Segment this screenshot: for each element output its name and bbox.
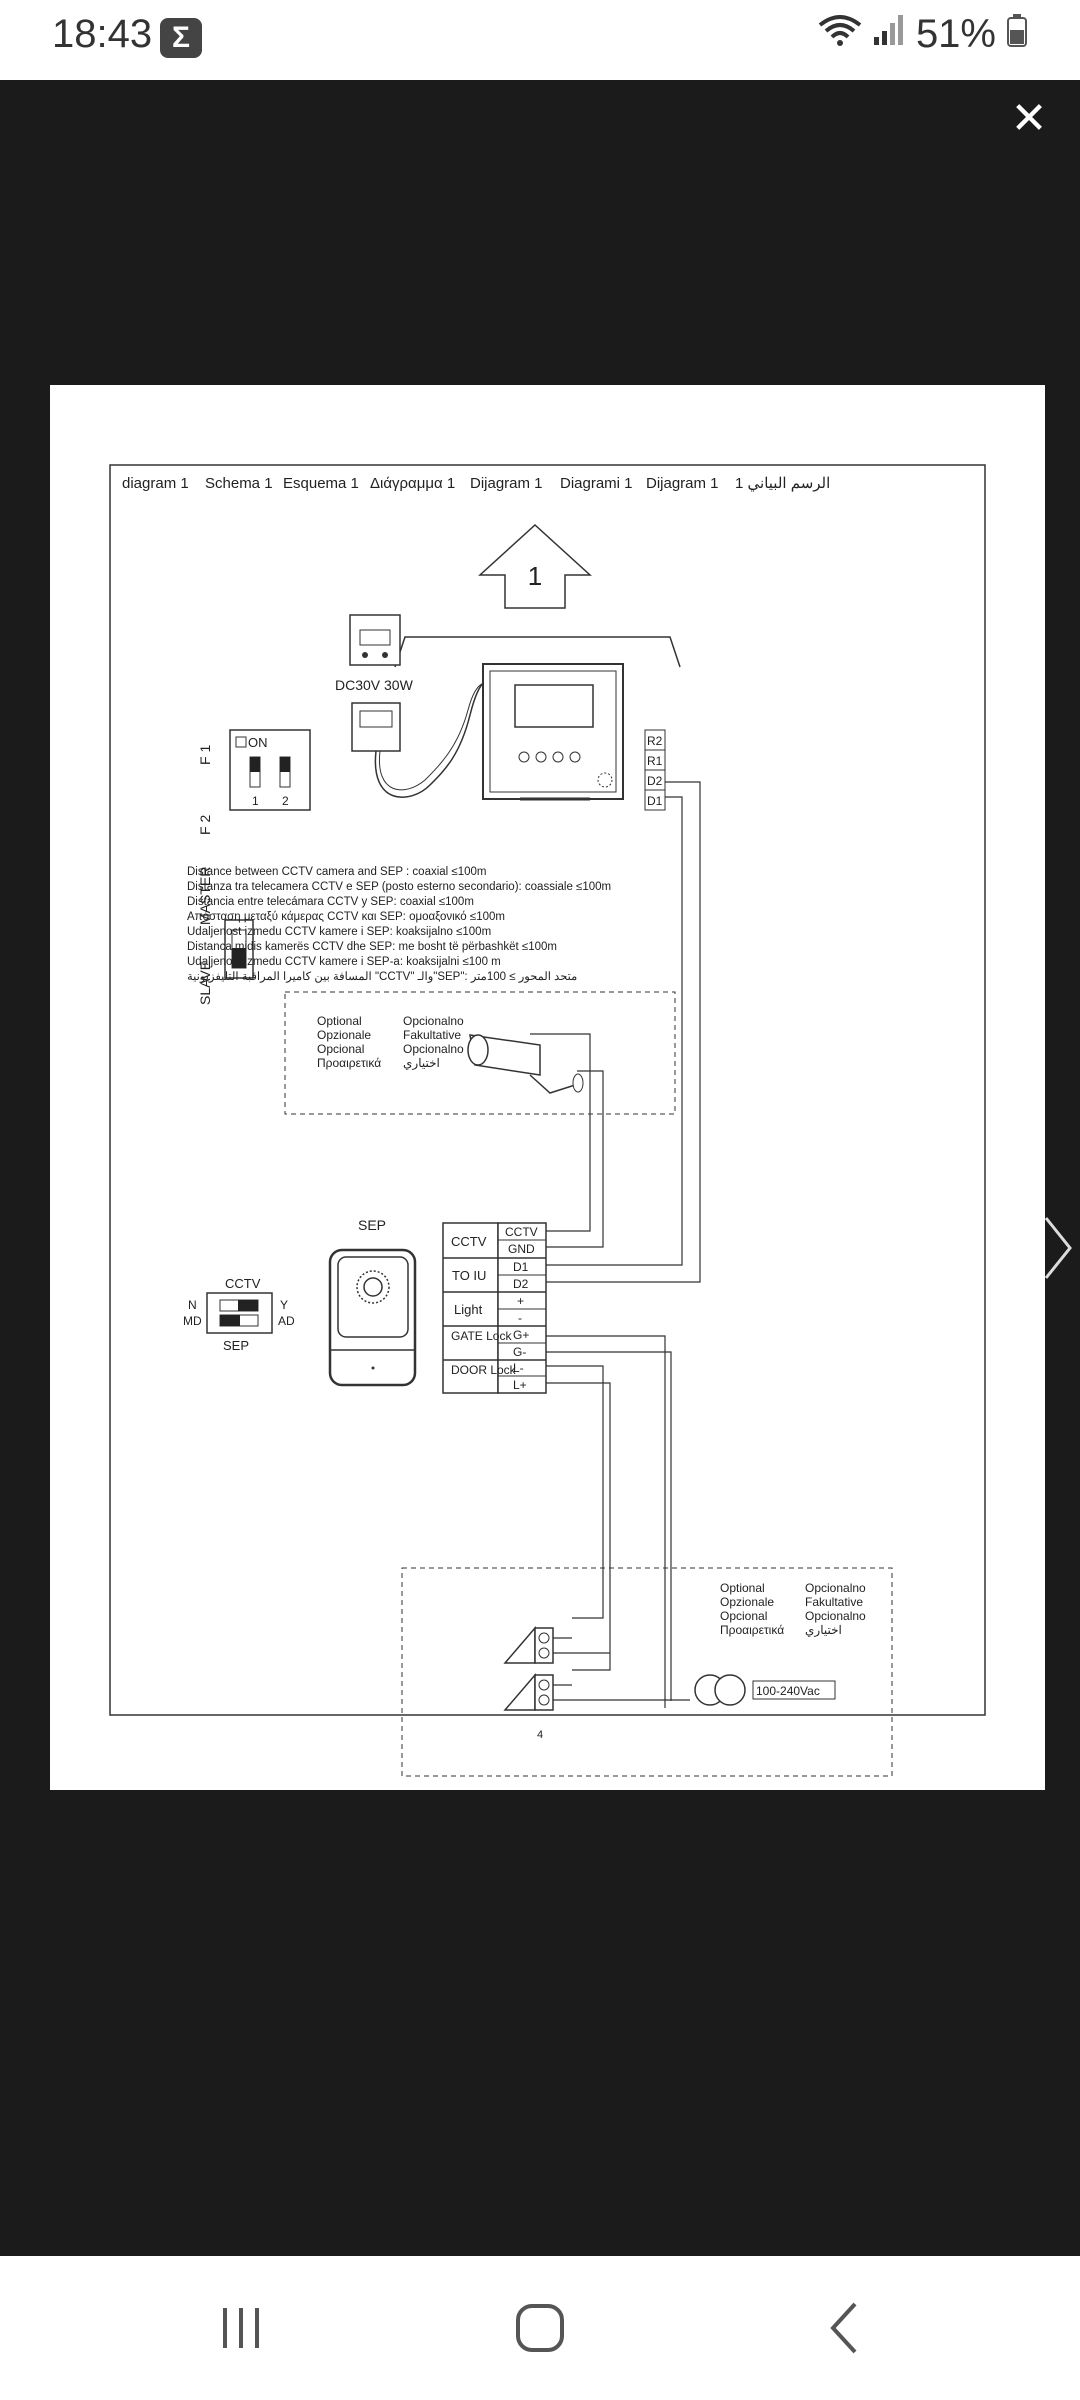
wifi-icon (818, 12, 862, 57)
home-icon (516, 2304, 564, 2352)
slave-label: SLAVE (197, 961, 213, 1005)
callout-number: 1 (528, 561, 542, 591)
header-label: Dijagram 1 (646, 475, 719, 492)
cctv-camera-icon (467, 1034, 584, 1094)
dip-switch (229, 729, 311, 811)
recent-apps-icon (223, 2308, 259, 2348)
block-right-label: GND (508, 1242, 535, 1256)
clock: 18:43 (52, 12, 153, 56)
signal-icon (872, 12, 906, 57)
cctv-sep-switch (206, 1292, 273, 1334)
battery-text: 51% (915, 12, 996, 56)
sep-label: SEP (358, 1217, 386, 1233)
distance-note: المسافة بين كاميرا المراقبة التليفزيونية… (187, 970, 577, 983)
block-right-label: D2 (513, 1277, 529, 1291)
optional-text: Opcionalno (805, 1581, 866, 1595)
optional-text: Opzionale (720, 1595, 774, 1609)
gate-lock-icon (503, 1625, 554, 1664)
recent-apps-button[interactable] (196, 2292, 286, 2364)
block-right-label: L- (513, 1361, 524, 1375)
optional-text: اختياري (805, 1623, 842, 1637)
terminal-label: R2 (647, 734, 663, 748)
status-right: 51% (818, 12, 1028, 57)
terminal-label: D1 (647, 794, 663, 808)
switch-f1-label: F 1 (197, 745, 213, 765)
optional-text: Opcional (317, 1042, 364, 1056)
close-button[interactable]: ✕ (1010, 94, 1048, 143)
power-label: DC30V 30W (335, 677, 414, 693)
optional-text: Opcionalno (403, 1014, 464, 1028)
optional-text: Opcionalno (403, 1042, 464, 1056)
optional-text: Optional (317, 1014, 362, 1028)
dip-2-label: 2 (282, 794, 289, 808)
wiring-diagram: diagram 1 Schema 1 Esquema 1 Διάγραμμα 1… (109, 464, 986, 1777)
optional-text: Fakultative (403, 1028, 461, 1042)
optional-text: Προαιρετικά (317, 1056, 381, 1070)
optional-text: اختياري (403, 1056, 440, 1070)
block-left-label: Light (454, 1302, 483, 1317)
header-label: 1 الرسم البياني (735, 475, 830, 492)
cctv-switch-top: CCTV (225, 1276, 261, 1291)
optional-text: Opcionalno (805, 1609, 866, 1623)
transformer-icon (694, 1674, 836, 1706)
block-left-label: DOOR Lock (451, 1363, 517, 1377)
document-page: diagram 1 Schema 1 Esquema 1 Διάγραμμα 1… (50, 385, 1045, 1790)
block-right-label: G- (513, 1345, 526, 1359)
header-label: diagram 1 (122, 475, 189, 492)
dip-on-label: ON (248, 735, 268, 750)
block-right-label: D1 (513, 1260, 529, 1274)
door-lock-icon (503, 1672, 554, 1711)
block-left-label: GATE Lock (451, 1329, 512, 1343)
cctv-switch-n: N (188, 1298, 197, 1312)
header-label: Διάγραμμα 1 (370, 475, 455, 492)
callout-arrow (478, 523, 592, 609)
cctv-switch-ad: AD (278, 1314, 295, 1328)
optional-camera-box (284, 991, 676, 1115)
home-button[interactable] (495, 2292, 585, 2364)
optional-text: Fakultative (805, 1595, 863, 1609)
distance-note: Udaljenost izmedu CCTV kamere i SEP: koa… (187, 926, 491, 938)
battery-icon (1006, 12, 1028, 57)
notification-icon: Σ (160, 18, 202, 58)
distance-note: Distance between CCTV camera and SEP : c… (187, 866, 487, 878)
block-right-label: L+ (513, 1378, 527, 1392)
distance-note: Distancia entre telecámara CCTV y SEP: c… (187, 896, 474, 908)
sep-terminal-block (442, 1222, 547, 1394)
wiring (530, 781, 701, 1708)
navigation-bar (0, 2256, 1080, 2400)
block-right-label: CCTV (505, 1225, 538, 1239)
header-label: Diagrami 1 (560, 475, 633, 492)
back-button[interactable] (800, 2292, 890, 2364)
page-number: 4 (537, 1729, 543, 1741)
distance-note: Απόσταση μεταξύ κάμερας CCTV και SEP: ομ… (187, 911, 505, 923)
cctv-switch-bottom: SEP (223, 1338, 249, 1353)
block-right-label: + (517, 1294, 524, 1308)
terminal-label: D2 (647, 774, 663, 788)
distance-note: Udaljenost izmedu CCTV kamere i SEP-a: k… (187, 956, 501, 968)
header-label: Esquema 1 (283, 475, 359, 492)
cctv-switch-md: MD (183, 1314, 202, 1328)
block-left-label: CCTV (451, 1234, 487, 1249)
optional-text: Opzionale (317, 1028, 371, 1042)
cctv-switch-y: Y (280, 1298, 288, 1312)
back-icon (830, 2302, 857, 2354)
optional-text: Opcional (720, 1609, 767, 1623)
status-bar: 18:43 Σ 51% (0, 0, 1080, 80)
dip-1-label: 1 (252, 794, 259, 808)
block-right-label: - (518, 1311, 522, 1325)
transformer-label: 100-240Vac (756, 1684, 820, 1698)
optional-lock-box (401, 1567, 893, 1777)
next-arrow-icon[interactable] (1038, 1208, 1078, 1288)
terminal-label: R1 (647, 754, 663, 768)
optional-text: Προαιρετικά (720, 1623, 784, 1637)
switch-f2-label: F 2 (197, 815, 213, 835)
distance-note: Distanca midis kamerës CCTV dhe SEP: me … (187, 941, 557, 953)
master-label: MASTER (197, 867, 213, 925)
header-label: Dijagram 1 (470, 475, 543, 492)
header-label: Schema 1 (205, 475, 273, 492)
block-right-label: G+ (513, 1328, 529, 1342)
optional-text: Optional (720, 1581, 765, 1595)
distance-note: Distanza tra telecamera CCTV e SEP (post… (187, 881, 611, 893)
block-left-label: TO IU (452, 1268, 486, 1283)
